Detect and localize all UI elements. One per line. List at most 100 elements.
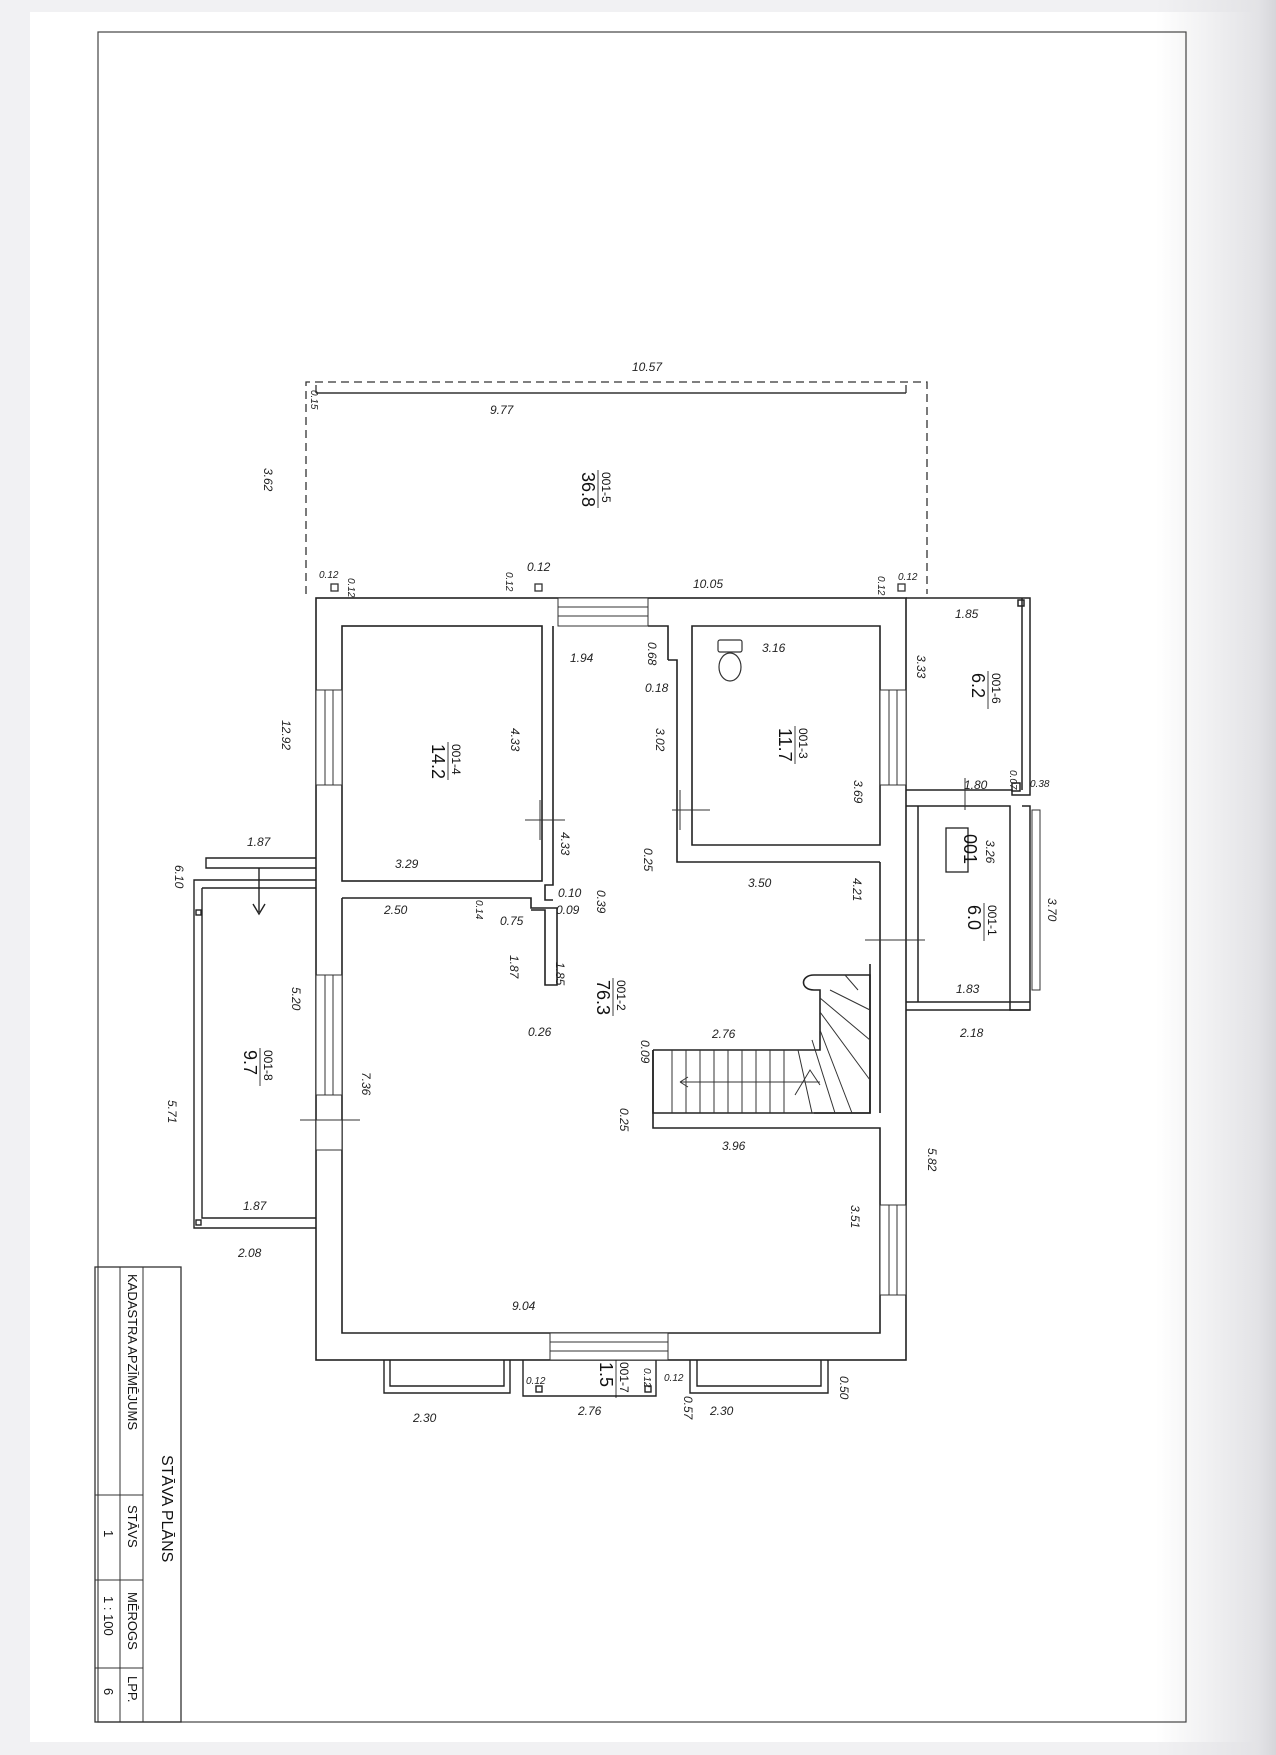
building-code: 001 [960,834,980,864]
dim-label: 0.25 [617,1108,631,1132]
room-code-terrace: 001-5 [599,472,613,503]
annex-upper [906,597,1031,796]
dim-label: 2.30 [709,1404,734,1418]
dim-label: 5.82 [925,1148,939,1172]
dim-label: 3.70 [1045,898,1059,922]
dim-label: 0.38 [1030,779,1050,790]
title-block-scale-value: 1 : 100 [101,1596,116,1636]
dim-label: 0.26 [528,1025,552,1039]
dim-label: 1.87 [507,955,521,980]
staircase [671,974,871,1114]
dim-label: 1.87 [243,1199,268,1213]
page-edge-shadow [1156,0,1276,1755]
dim-label: 2.18 [959,1026,984,1040]
dim-label: 9.77 [490,403,515,417]
dim-label: 0.12 [345,578,356,598]
dim-label: 0.12 [641,1368,652,1388]
building-code-box: 001 [945,827,980,873]
dim-label: 0.12 [503,572,514,592]
dim-label: 1.94 [570,651,594,665]
title-block-title: STĀVA PLĀNS [158,1455,176,1562]
room-code-8: 001-8 [261,1050,275,1081]
dim-label: 3.33 [914,655,928,679]
dim-label: 0.12 [526,1376,546,1387]
room-area-7: 1.5 [596,1362,616,1387]
dim-label: 2.08 [237,1246,262,1260]
dim-label: 0.12 [319,570,339,581]
dim-label: 0.57 [681,1396,695,1421]
dim-label: 3.16 [762,641,786,655]
dim-label: 4.33 [508,728,522,752]
dim-label: 0.50 [837,1376,851,1400]
dim-label: 3.29 [395,857,419,871]
title-block: KADASTRA APZĪMĒJUMS STĀVS MĒROGS LPP. 1 … [94,1266,182,1723]
dim-label: 12.92 [279,720,293,750]
dim-label: 5.71 [165,1100,179,1123]
dim-label: 0.09 [638,1040,652,1064]
dim-label: 1.83 [956,982,980,996]
room-labels: 001-5 36.8 001-4 14.2 001-3 11.7 001-6 6… [240,470,1003,1398]
dim-label: 3.26 [983,840,997,864]
title-block-sheet-name: KADASTRA APZĪMĒJUMS [125,1274,140,1430]
title-block-floor-label: STĀVS [125,1505,140,1548]
dim-label: 3.50 [748,876,772,890]
room-code-2: 001-2 [614,980,628,1011]
title-block-scale-label: MĒROGS [125,1592,140,1650]
room-code-6: 001-6 [989,673,1003,704]
dim-label: 10.05 [693,577,723,591]
room-area-6: 6.2 [968,673,988,698]
dim-label: 4.33 [558,832,572,856]
dim-label: 0.18 [645,681,669,695]
left-porch [193,857,316,1229]
dim-label: 1.87 [247,835,272,849]
terrace-outline [305,381,928,594]
dim-label: 0.12 [527,560,551,574]
dim-label: 0.25 [641,848,655,872]
dim-label: 3.69 [851,780,865,804]
room-code-4: 001-4 [449,744,463,775]
dimension-labels: 10.57 9.77 0.15 3.62 0.12 0.12 0.12 0.12… [165,360,1059,1425]
room-code-1: 001-1 [985,905,999,936]
dim-label: 0.75 [500,914,524,928]
title-block-page-value: 6 [101,1688,116,1695]
room-code-7: 001-7 [617,1362,631,1393]
bottom-porches [383,1360,829,1397]
dim-label: 0.07 [1007,770,1018,790]
dim-label: 0.12 [664,1373,684,1384]
room-area-4: 14.2 [428,744,448,779]
drawing-sheet [30,12,1255,1742]
dim-label: 3.96 [722,1139,746,1153]
dim-label: 1.85 [955,607,979,621]
dim-label: 7.36 [359,1072,373,1096]
dim-label: 9.04 [512,1299,536,1313]
title-block-page-label: LPP. [125,1676,140,1703]
dim-label: 0.12 [898,572,918,583]
dim-label: 1.85 [553,962,567,986]
annex-lower [906,805,1031,1011]
drawing-frame [97,31,1187,1723]
dim-label: 0.12 [875,576,886,596]
title-block-floor-value: 1 [101,1530,116,1537]
house-walls [315,597,907,1361]
room-code-3: 001-3 [796,728,810,759]
openings [300,597,1041,1361]
dim-label: 3.62 [261,468,275,492]
dim-label: 3.51 [848,1205,862,1228]
dim-label: 0.09 [556,903,580,917]
dim-label: 1.80 [964,778,988,792]
dim-label: 2.50 [383,903,408,917]
dim-label: 0.14 [473,900,484,920]
dim-label: 5.20 [289,987,303,1011]
toilet-icon [717,639,743,682]
room-area-terrace: 36.8 [578,472,598,507]
dim-label: 4.21 [850,878,864,901]
dim-label: 2.30 [412,1411,437,1425]
room-area-8: 9.7 [240,1050,260,1075]
dim-label: 0.39 [594,890,608,914]
room-area-2: 76.3 [593,980,613,1015]
dim-label: 0.10 [558,886,582,900]
room-area-1: 6.0 [964,905,984,930]
dim-label: 3.02 [653,728,667,752]
dim-label: 2.76 [577,1404,602,1418]
